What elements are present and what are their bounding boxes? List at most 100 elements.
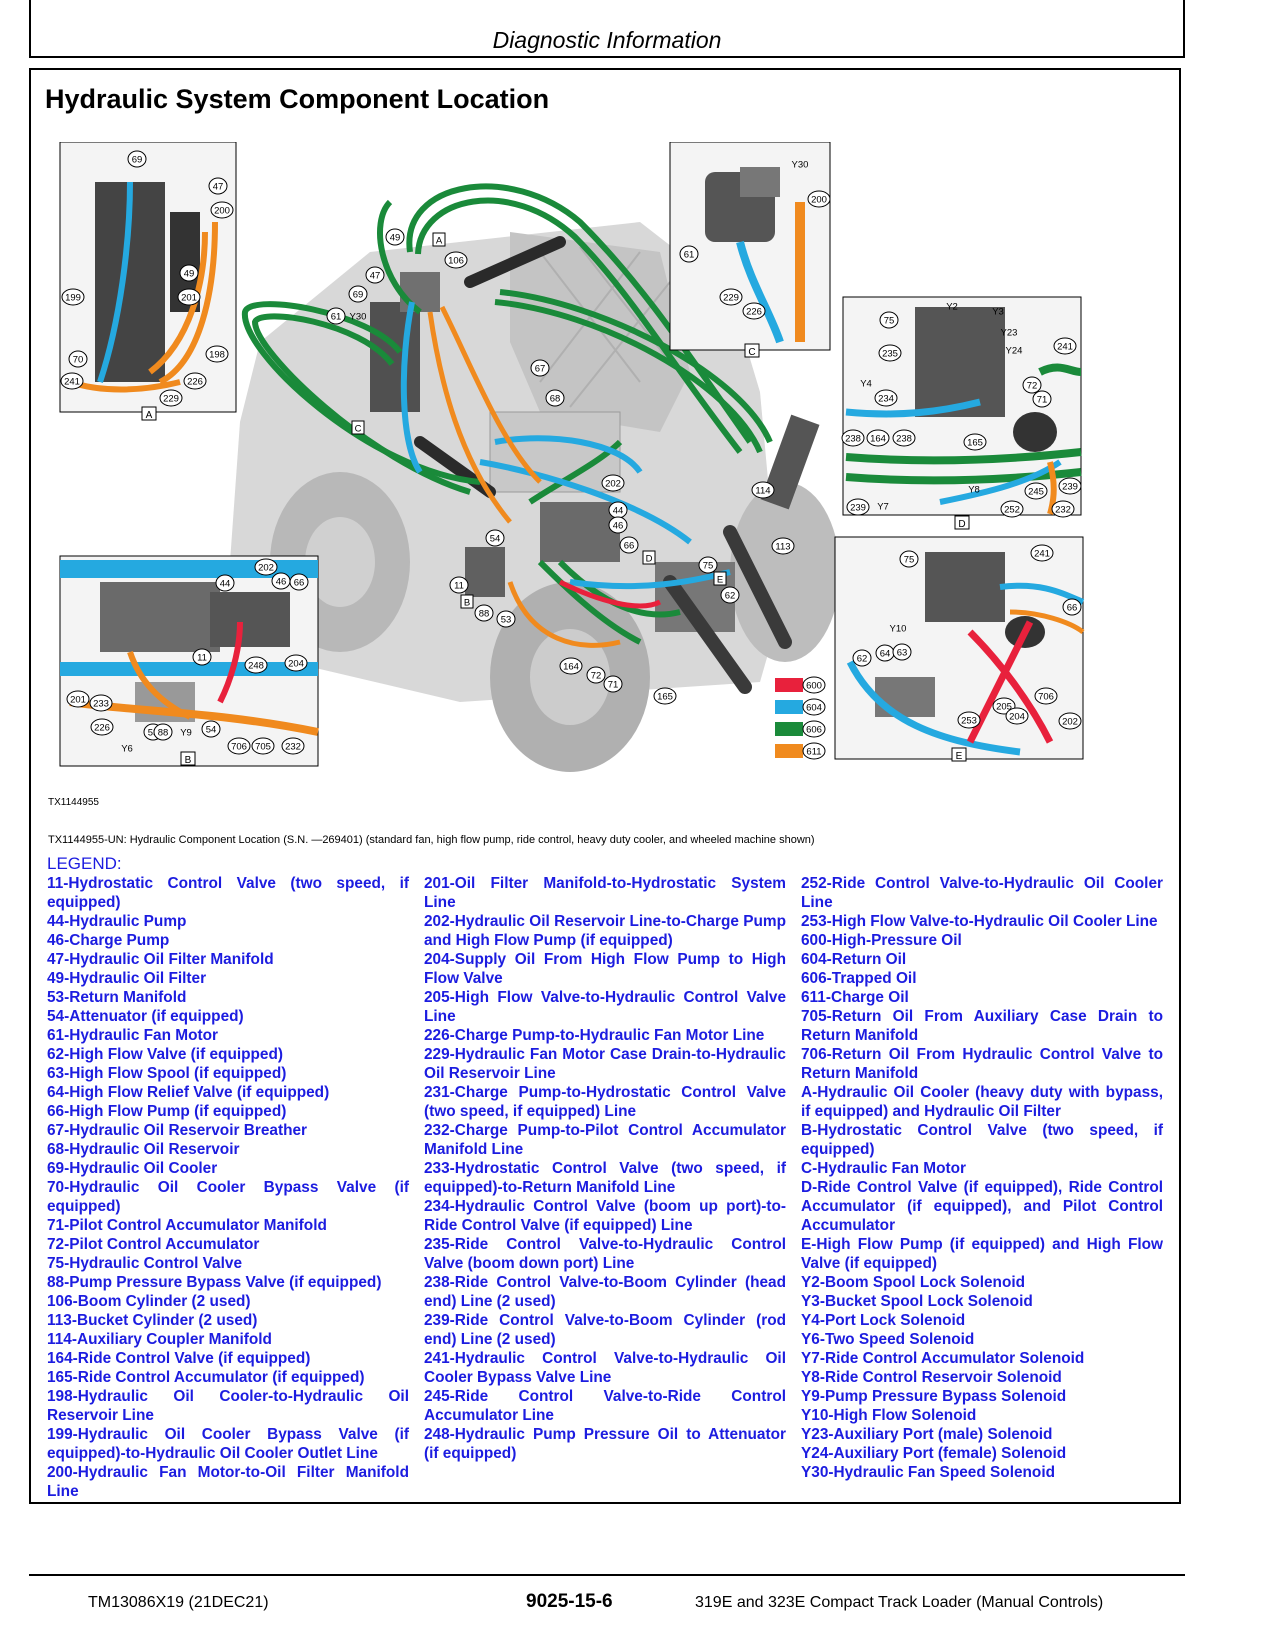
callout-label: 226	[746, 307, 762, 318]
callout-c: 229	[719, 288, 743, 306]
callout-label: 54	[206, 725, 217, 736]
legend-item: 164-Ride Control Valve (if equipped)	[47, 1350, 311, 1367]
callout-label: 62	[857, 654, 868, 665]
color-key-item: 600	[775, 676, 826, 694]
callout-b: 706	[227, 737, 251, 755]
callout-label: 229	[163, 394, 179, 405]
callout-label: 706	[1038, 692, 1054, 703]
callout-label: 53	[148, 728, 159, 739]
legend-item: 47-Hydraulic Oil Filter Manifold	[47, 951, 274, 968]
section-title: Hydraulic System Component Location	[45, 84, 550, 114]
callout-d: Y8	[968, 485, 980, 496]
callout-label: 706	[231, 742, 247, 753]
legend-item: 11-Hydrostatic Control Valve (two speed,…	[47, 875, 409, 911]
callout-e: 706	[1034, 687, 1058, 705]
legend-item: 253-High Flow Valve-to-Hydraulic Oil Coo…	[801, 913, 1158, 930]
color-key-code: 606	[806, 725, 822, 736]
color-key-item: 611	[775, 742, 826, 760]
header-rule	[29, 56, 1185, 58]
legend-item: 63-High Flow Spool (if equipped)	[47, 1065, 287, 1082]
callout-d: 239	[846, 498, 870, 516]
callout-b: 202	[254, 558, 278, 576]
legend-item: Y6-Two Speed Solenoid	[801, 1331, 975, 1348]
legend-item: 234-Hydraulic Control Valve (boom up por…	[424, 1198, 786, 1234]
callout-a: 229	[159, 389, 183, 407]
callout-label: 198	[209, 350, 225, 361]
color-swatch	[775, 744, 803, 758]
callout-main: 164	[559, 657, 583, 675]
inset-tag-label: E	[956, 751, 963, 762]
callout-b: 11	[192, 648, 212, 666]
inset-d	[842, 296, 1082, 516]
callout-e: 64	[875, 644, 895, 662]
callout-d: Y7	[877, 502, 889, 513]
inset-tag: E	[951, 747, 967, 762]
callout-label: 200	[214, 206, 230, 217]
legend-item: C-Hydraulic Fan Motor	[801, 1160, 967, 1177]
callout-label: 88	[158, 728, 169, 739]
legend-item: Y30-Hydraulic Fan Speed Solenoid	[801, 1464, 1056, 1481]
legend-item: 604-Return Oil	[801, 951, 907, 968]
callout-b: 66	[289, 573, 309, 591]
callout-label: 202	[258, 563, 274, 574]
document-header: Diagnostic Information	[492, 27, 722, 53]
legend-item: 61-Hydraulic Fan Motor	[47, 1027, 219, 1044]
callout-d: Y2	[946, 302, 958, 313]
callout-label: 66	[624, 541, 635, 552]
callout-label: 241	[64, 377, 80, 388]
callout-label: Y6	[121, 744, 133, 755]
callout-main: 75	[698, 556, 718, 574]
machine-illustration	[230, 183, 840, 772]
legend-item: 165-Ride Control Accumulator (if equippe…	[47, 1369, 365, 1386]
callout-a: 226	[183, 372, 207, 390]
legend-item: 232-Charge Pump-to-Pilot Control Accumul…	[424, 1122, 786, 1158]
legend-title: LEGEND:	[47, 854, 122, 873]
legend-item: 66-High Flow Pump (if equipped)	[47, 1103, 287, 1120]
callout-label: 72	[591, 671, 602, 682]
inset-tag-label: A	[146, 410, 153, 421]
callout-label: 68	[550, 394, 561, 405]
callout-e: 66	[1062, 598, 1082, 616]
legend-item: 113-Bucket Cylinder (2 used)	[47, 1312, 258, 1329]
callout-a: 198	[205, 345, 229, 363]
callout-label: 245	[1028, 487, 1044, 498]
inset-tag: A	[141, 406, 157, 421]
callout-a: 200	[210, 201, 234, 219]
callout-main: 54	[485, 529, 505, 547]
callout-label: 248	[248, 661, 264, 672]
legend-item: 88-Pump Pressure Bypass Valve (if equipp…	[47, 1274, 382, 1291]
callout-main: B	[460, 594, 474, 609]
callout-e: 75	[899, 550, 919, 568]
callout-main: 47	[365, 266, 385, 284]
callout-label: 202	[605, 479, 621, 490]
legend-item: 49-Hydraulic Oil Filter	[47, 970, 207, 987]
color-swatch	[775, 678, 803, 692]
callout-label: 49	[390, 233, 401, 244]
callout-label: 239	[1062, 482, 1078, 493]
callout-d: 238	[892, 429, 916, 447]
page-frame-right	[1183, 0, 1185, 58]
legend-item: Y3-Bucket Spool Lock Solenoid	[801, 1293, 1033, 1310]
callout-label: Y23	[1001, 328, 1018, 339]
legend-item: 64-High Flow Relief Valve (if equipped)	[47, 1084, 330, 1101]
callout-label: D	[646, 554, 653, 565]
callout-label: 106	[448, 256, 464, 267]
callout-d: 239	[1058, 477, 1082, 495]
callout-b: Y6	[121, 744, 133, 755]
callout-label: 113	[775, 542, 790, 553]
callout-main: E	[713, 571, 727, 586]
legend-item: 239-Ride Control Valve-to-Boom Cylinder …	[424, 1312, 786, 1348]
callout-d: Y23	[1001, 328, 1018, 339]
callout-main: A	[432, 232, 446, 247]
callout-e: 63	[892, 643, 912, 661]
callout-b: 705	[251, 737, 275, 755]
callout-label: 61	[684, 250, 695, 261]
legend-item: 241-Hydraulic Control Valve-to-Hydraulic…	[424, 1350, 786, 1386]
legend-item: 606-Trapped Oil	[801, 970, 917, 987]
callout-label: 69	[353, 290, 364, 301]
callout-label: 204	[288, 659, 304, 670]
callout-label: 75	[703, 561, 714, 572]
legend-item: 252-Ride Control Valve-to-Hydraulic Oil …	[801, 875, 1163, 911]
